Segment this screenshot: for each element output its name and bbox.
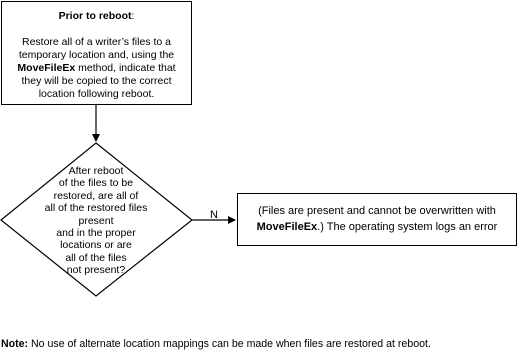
branch-label-no: N (210, 209, 218, 221)
footnote: Note: No use of alternate location mappi… (1, 338, 517, 350)
result-box-text-part2: .) The operating system logs an error (317, 221, 498, 233)
decision-line: all of the restored files present (44, 202, 148, 227)
prior-box-body: Restore all of a writer’s files to a tem… (8, 36, 185, 101)
decision-line: restored, are all of (53, 189, 139, 202)
decision-line: locations or are (60, 239, 132, 252)
prior-box-title-colon: : (131, 10, 135, 22)
prior-box-text-part2: method, indicate that they will be copie… (21, 62, 176, 100)
result-box-text-part1: (Files are present and cannot be overwri… (258, 205, 496, 217)
prior-box-text-part1: Restore all of a writer’s files to a tem… (18, 36, 175, 61)
prior-box-title-text: Prior to reboot (58, 10, 132, 22)
result-box: (Files are present and cannot be overwri… (237, 193, 517, 246)
note-text: No use of alternate location mappings ca… (31, 338, 431, 350)
decision-line: all of the files (65, 251, 127, 264)
prior-box-title: Prior to reboot: (8, 10, 185, 23)
result-box-method-name: MoveFileEx (256, 221, 318, 233)
decision-question: After reboot of the files to be restored… (40, 165, 152, 277)
decision-diamond (0, 142, 193, 297)
decision-line: After reboot (68, 165, 124, 177)
prior-box-method-name: MoveFileEx (17, 62, 76, 74)
decision-line: not present? (66, 264, 126, 277)
prior-to-reboot-box: Prior to reboot: Restore all of a writer… (1, 1, 192, 105)
decision-line: and in the proper (56, 227, 136, 240)
note-label: Note: (1, 338, 29, 350)
decision-line: of the files to be (58, 177, 134, 190)
